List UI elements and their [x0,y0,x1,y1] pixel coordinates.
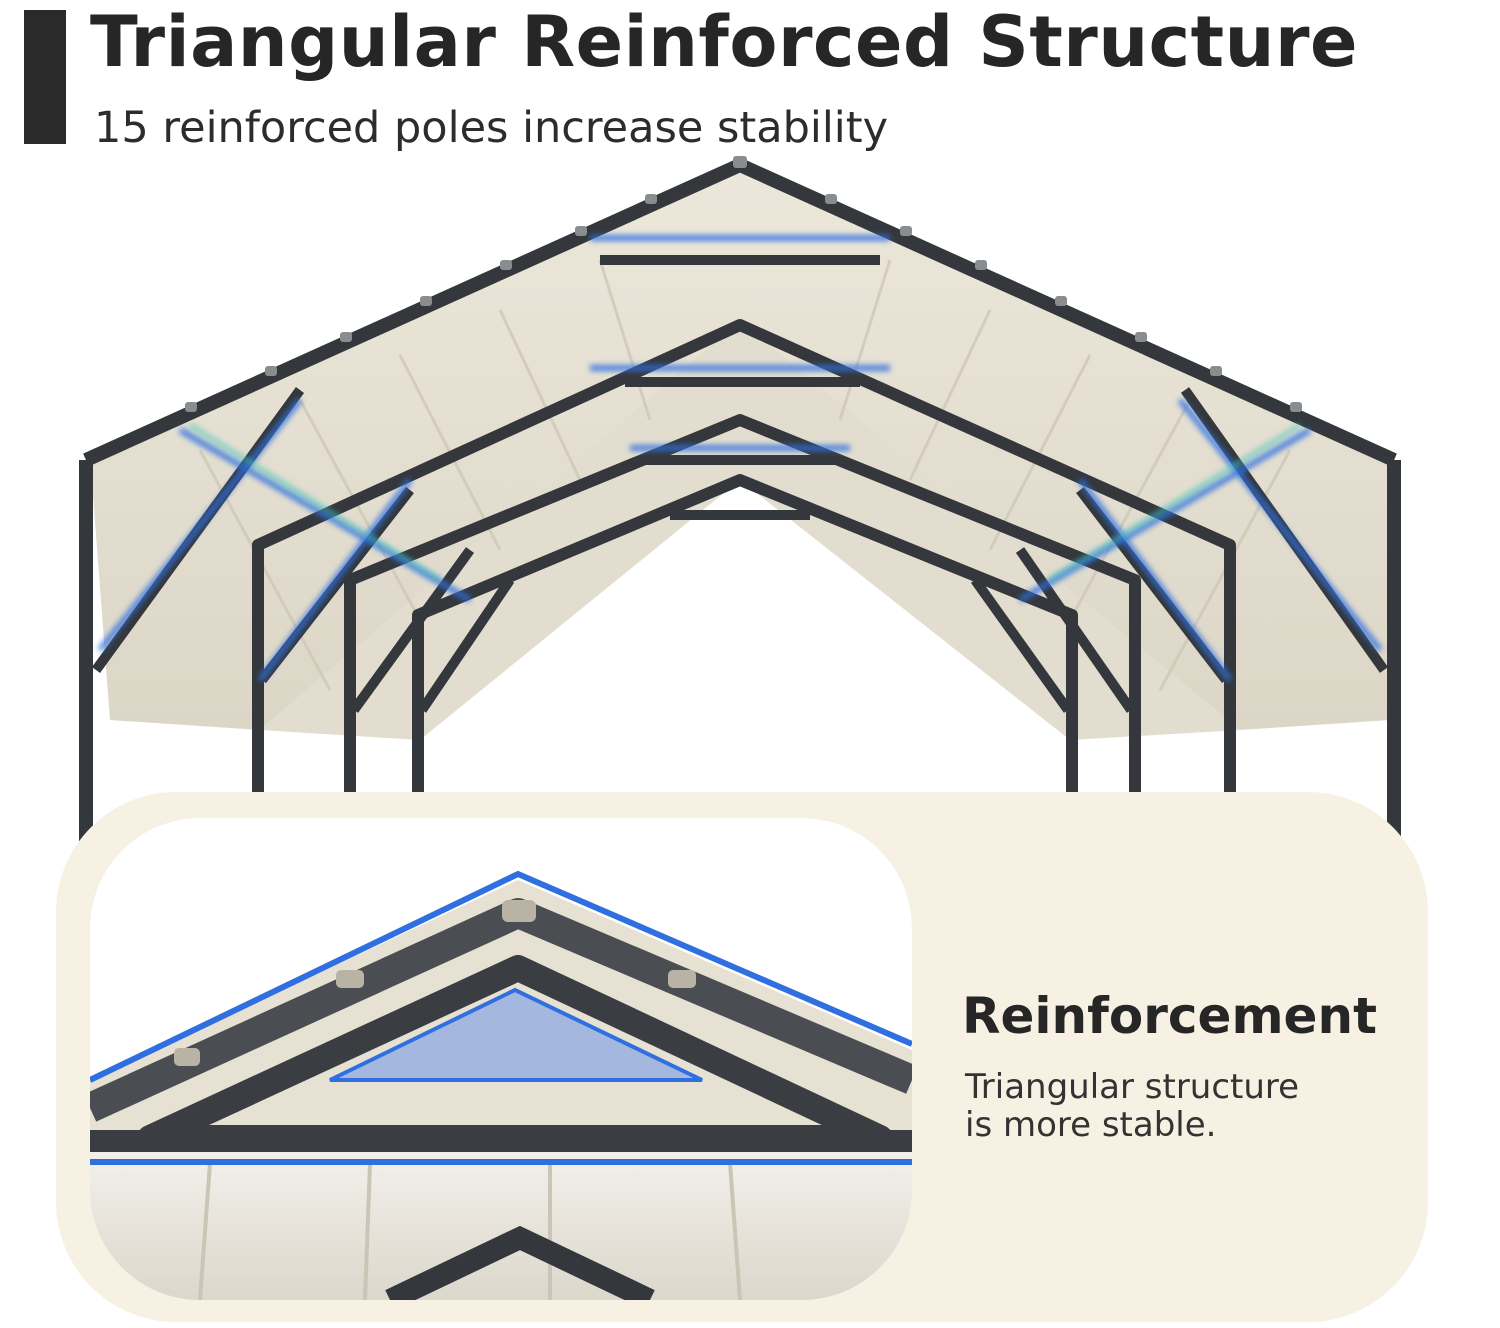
card-text-line-1: Triangular structure [965,1067,1300,1107]
reinforcement-bars [600,255,880,520]
inner-frame-arches [252,319,1236,850]
roof-truss-closeup [90,818,912,1300]
carport-frame-illustration [79,156,1401,850]
card-description: Triangular structure is more stable. [965,1068,1385,1144]
roof-panel [90,170,1395,740]
page-title: Triangular Reinforced Structure [90,1,1358,83]
card-title: Reinforcement [962,987,1377,1045]
card-text-line-2: is more stable. [965,1105,1217,1145]
zoom-inset [90,818,912,1300]
highlight-glow [97,235,1383,682]
ridge-caps [185,156,1302,412]
highlight-teal [188,423,1302,582]
title-accent-bar [24,10,66,144]
page-subtitle: 15 reinforced poles increase stability [94,103,889,153]
